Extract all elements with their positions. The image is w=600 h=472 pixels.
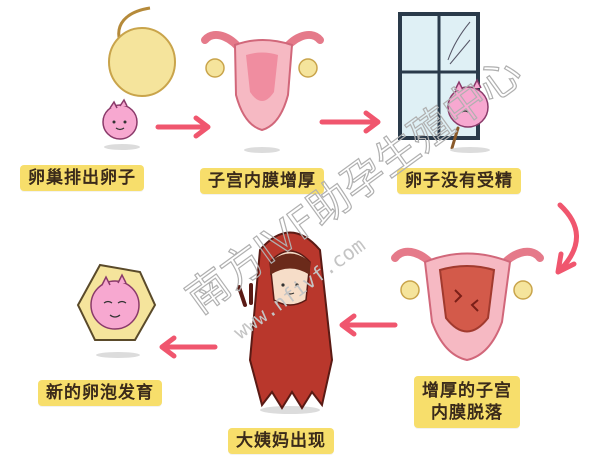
thickened-uterus-icon — [391, 247, 544, 362]
arrow-icon — [555, 202, 579, 275]
arrow-icon — [319, 110, 381, 134]
girl-cloak-icon — [237, 231, 334, 414]
ovum-character-icon — [447, 78, 490, 153]
ovum-character-icon — [102, 98, 140, 150]
step-4-label-line2: 内膜脱落 — [431, 403, 503, 423]
ovary-egg-icon — [108, 6, 176, 97]
step-5-label: 大姨妈出现 — [228, 428, 334, 454]
uterus-icon — [201, 31, 324, 153]
step-6-label: 新的卵泡发育 — [38, 380, 162, 406]
step-3-label: 卵子没有受精 — [397, 168, 521, 194]
follicle-icon — [76, 263, 157, 358]
arrow-icon — [159, 335, 218, 359]
step-1-label: 卵巢排出卵子 — [20, 165, 144, 191]
arrow-icon — [339, 313, 398, 337]
arrow-icon — [155, 115, 211, 139]
step-4-label-line1: 增厚的子宫 — [422, 381, 512, 401]
step-2-label: 子宫内膜增厚 — [200, 168, 324, 194]
step-4-label: 增厚的子宫 内膜脱落 — [414, 376, 520, 428]
